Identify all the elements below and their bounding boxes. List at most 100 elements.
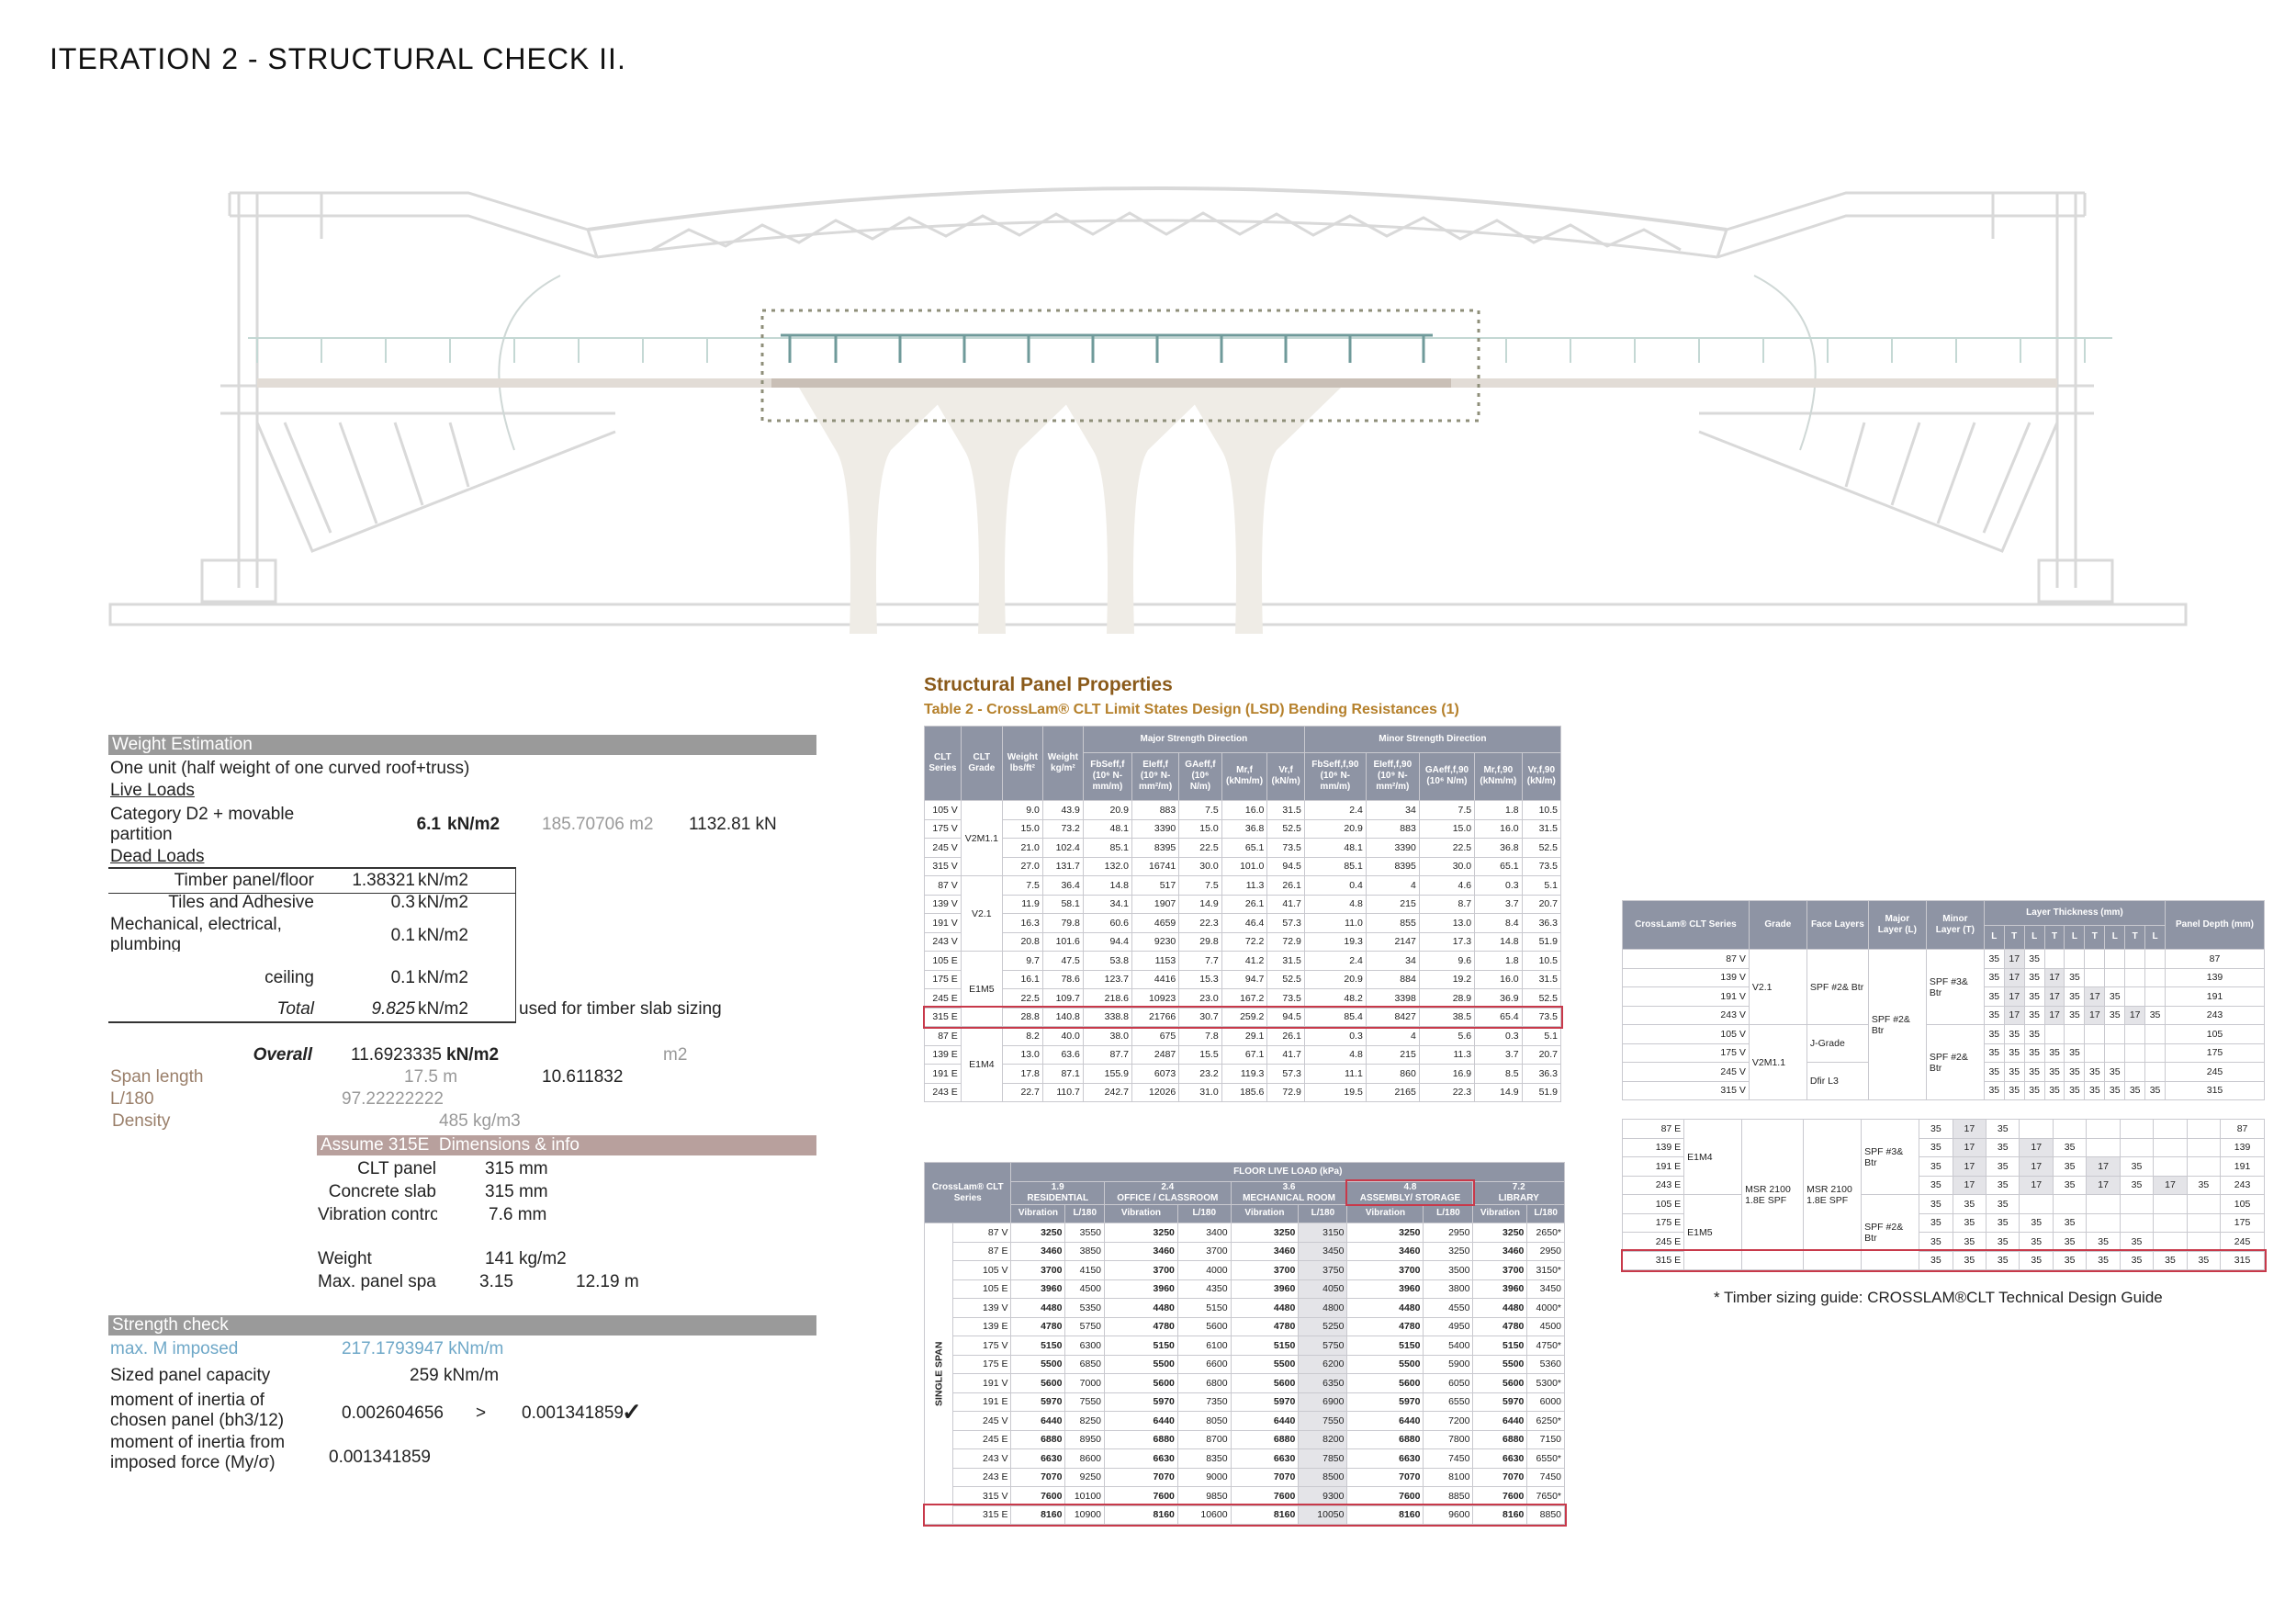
table-cell: 1.8: [1474, 800, 1523, 820]
table-cell: 22.3: [1178, 913, 1222, 933]
col-subheader: Vibration: [1472, 1203, 1528, 1223]
layer-cell: 35: [1986, 1137, 2020, 1157]
moi2-value: 0.001341859: [329, 1448, 431, 1467]
table-cell: 52.5: [1521, 988, 1562, 1009]
layer-cell: [2186, 1137, 2222, 1157]
check-icon: ✓: [622, 1398, 642, 1426]
table-cell: 8500: [1298, 1467, 1348, 1487]
table-cell: 6350: [1298, 1373, 1348, 1393]
table-cell: 5600: [1010, 1373, 1066, 1393]
layer-cell: 35: [1919, 1232, 1953, 1252]
layer-letter: L: [2144, 924, 2167, 950]
table-cell: 6050: [1423, 1373, 1474, 1393]
layer-cell: 35: [2084, 1080, 2106, 1100]
col-subheader: Mr,f (kNm/m): [1221, 751, 1268, 802]
layer-cell: [2052, 1119, 2088, 1139]
table-cell: 6880: [1472, 1429, 1528, 1449]
col-header: FLOOR LIVE LOAD (kPa): [1010, 1162, 1565, 1182]
layer-cell: [2086, 1137, 2121, 1157]
table-cell: 16.3: [1001, 913, 1043, 933]
layer-cell: 35: [2086, 1232, 2121, 1252]
table-cell: 17.3: [1418, 931, 1476, 952]
live-loads-heading: Live Loads: [110, 781, 195, 800]
table-cell: 65.1: [1474, 856, 1523, 876]
table-cell: 5600: [1472, 1373, 1528, 1393]
table-cell: 31.5: [1521, 969, 1562, 989]
table-cell: 52.5: [1266, 818, 1305, 839]
layer-cell: [2144, 967, 2167, 987]
table-cell: 5400: [1423, 1336, 1474, 1356]
table-cell: 6250*: [1526, 1411, 1565, 1431]
table-cell: 3390: [1131, 818, 1180, 839]
layer-cell: 35: [2186, 1175, 2222, 1195]
table-cell: 7600: [1230, 1486, 1300, 1506]
table-cell: 3550: [1064, 1223, 1106, 1243]
table-cell: 5500: [1346, 1354, 1424, 1374]
table-cell: 85.4: [1303, 1007, 1367, 1027]
col-subheader: L/180: [1176, 1203, 1232, 1223]
table-cell: 36.8: [1474, 838, 1523, 858]
col-subheader: EIeff,f (10⁹ N-mm²/m): [1131, 751, 1180, 802]
table-cell: 5.1: [1521, 875, 1562, 896]
layer-cell: 35: [1919, 1137, 1953, 1157]
table-cell: 7550: [1064, 1392, 1106, 1412]
table-cell: 20.9: [1082, 800, 1132, 820]
table-cell: 51.9: [1521, 931, 1562, 952]
depth-cell: 315: [2165, 1080, 2265, 1100]
page-title: ITERATION 2 - STRUCTURAL CHECK II.: [50, 42, 626, 75]
table-cell: 36.9: [1474, 988, 1523, 1009]
layer-cell: 35: [1986, 1119, 2020, 1139]
dead-load-value: 0.1: [390, 968, 415, 987]
total-value: 9.825: [371, 999, 415, 1019]
layer-cell: 35: [2119, 1232, 2155, 1252]
layer-cell: 35: [2144, 1005, 2167, 1025]
layer-cell: [2019, 1194, 2054, 1214]
overall-value: 11.6923335: [351, 1045, 442, 1065]
table-cell: 185.6: [1221, 1082, 1268, 1102]
table-cell: 3250: [1104, 1223, 1178, 1243]
layer-cell: [2144, 949, 2167, 969]
table-cell: 11.3: [1418, 1044, 1476, 1065]
gt-sign: >: [476, 1403, 487, 1423]
layer-cell: 17: [2153, 1175, 2188, 1195]
table-cell: 3960: [1230, 1279, 1300, 1299]
table-cell: 9230: [1131, 931, 1180, 952]
face-cell: Dfir L3: [1806, 1062, 1869, 1100]
table-cell: 4750*: [1526, 1336, 1565, 1356]
table-cell: 3460: [1230, 1241, 1300, 1261]
table-cell: 7.7: [1178, 951, 1222, 971]
major-cell: SPF #2& Btr: [1867, 949, 1927, 1100]
col-header: CrossLam® CLT Series: [923, 1162, 1012, 1223]
dead-load-value: 1.38321: [352, 871, 415, 890]
depth-cell: 87: [2220, 1119, 2265, 1139]
table-cell: 3450: [1526, 1279, 1565, 1299]
table-cell: 9.0: [1001, 800, 1043, 820]
table-cell: 38.5: [1418, 1007, 1476, 1027]
layer-cell: 35: [2064, 967, 2086, 987]
total-label: Total: [276, 999, 315, 1019]
series-cell: 315 E: [1621, 1250, 1685, 1270]
layer-cell: 35: [1983, 967, 2005, 987]
layer-cell: [2124, 986, 2146, 1007]
table-cell: 36.4: [1041, 875, 1084, 896]
col-header: Minor Strength Direction: [1303, 726, 1562, 753]
layer-cell: 35: [2064, 1080, 2086, 1100]
table-cell: 7550: [1298, 1411, 1348, 1431]
table-cell: 7850: [1298, 1448, 1348, 1469]
table-cell: 8.2: [1001, 1026, 1043, 1046]
series-cell: 243 E: [1621, 1175, 1685, 1195]
layer-cell: 35: [1919, 1250, 1953, 1270]
table-cell: 4350: [1176, 1279, 1232, 1299]
table-cell: 2650*: [1526, 1223, 1565, 1243]
table-cell: 85.1: [1082, 838, 1132, 858]
table-cell: 10900: [1064, 1505, 1106, 1525]
table-cell: 0.3: [1474, 875, 1523, 896]
layer-cell: [2104, 1043, 2126, 1063]
grade-cell: V2.1: [1748, 949, 1807, 1025]
table-cell: 22.3: [1418, 1082, 1476, 1102]
